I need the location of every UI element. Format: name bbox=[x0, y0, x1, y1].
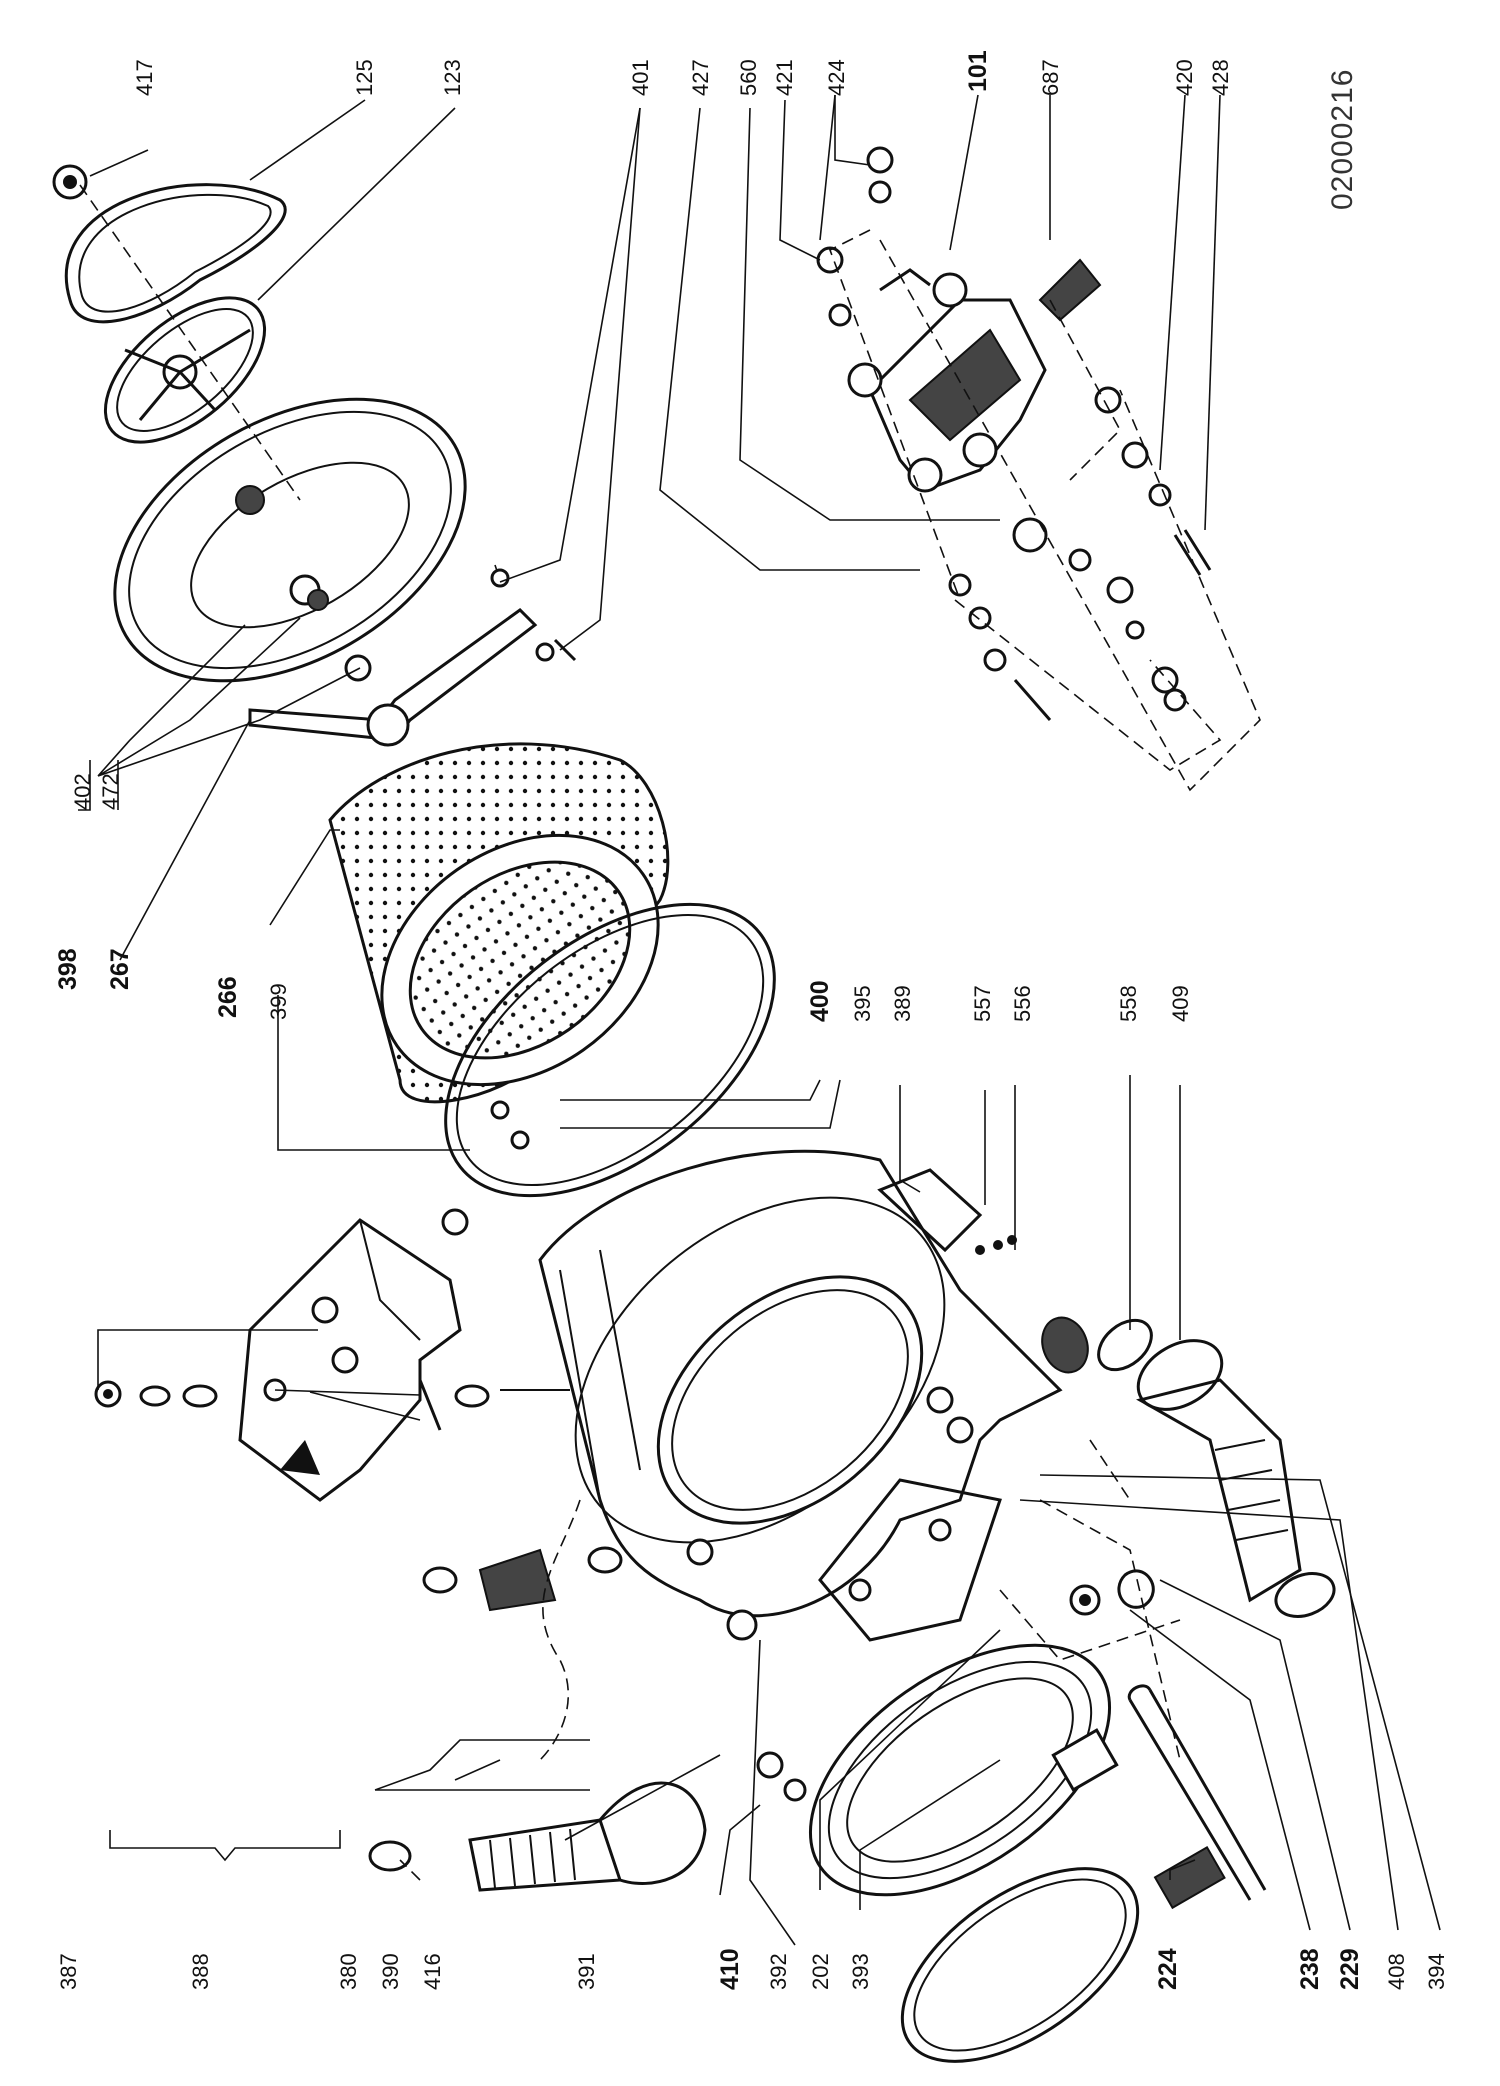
counterweight bbox=[238, 1218, 462, 1502]
drum-pulley bbox=[103, 296, 267, 444]
label-427: 427 bbox=[688, 59, 713, 96]
part-labels: 417 125 123 401 427 560 421 424 101 687 … bbox=[54, 50, 1449, 1990]
counterweight-fixings bbox=[94, 1379, 570, 1431]
drum-seal-rings bbox=[441, 902, 776, 1236]
label-229: 229 bbox=[1336, 1948, 1364, 1990]
label-401: 401 bbox=[628, 59, 653, 96]
label-409: 409 bbox=[1168, 985, 1193, 1022]
filter-bellows bbox=[422, 1546, 623, 1612]
outer-tub bbox=[538, 1149, 1063, 1618]
drawing-code: 02000216 bbox=[1326, 69, 1359, 210]
label-398: 398 bbox=[54, 948, 82, 990]
clamp-screws bbox=[726, 1609, 807, 1802]
label-101: 101 bbox=[964, 50, 992, 92]
assembly-dashed-lines bbox=[79, 184, 1261, 1881]
tub-bracket-557 bbox=[877, 1168, 1017, 1255]
label-238: 238 bbox=[1296, 1948, 1324, 1990]
label-389: 389 bbox=[890, 985, 915, 1022]
label-421: 421 bbox=[772, 59, 797, 96]
heating-element bbox=[1127, 1684, 1267, 1910]
label-428: 428 bbox=[1208, 59, 1233, 96]
label-387: 387 bbox=[56, 1953, 81, 1990]
label-266: 266 bbox=[214, 976, 242, 1018]
label-556: 556 bbox=[1010, 985, 1035, 1022]
label-410: 410 bbox=[716, 1948, 744, 1990]
label-557: 557 bbox=[970, 985, 995, 1022]
label-424: 424 bbox=[824, 59, 849, 96]
leader-lines bbox=[89, 94, 1441, 1946]
motor-brush-holder bbox=[1038, 258, 1102, 322]
sump-hose-bellows bbox=[1136, 1339, 1336, 1618]
label-408: 408 bbox=[1384, 1953, 1409, 1990]
motor-fixings bbox=[816, 146, 1212, 721]
label-417: 417 bbox=[132, 59, 157, 96]
label-395: 395 bbox=[850, 985, 875, 1022]
pulley-nut bbox=[52, 164, 88, 200]
label-380: 380 bbox=[336, 1953, 361, 1990]
hose-clamp bbox=[1041, 1316, 1153, 1374]
label-400: 400 bbox=[806, 980, 834, 1022]
sensor-clip bbox=[1117, 1569, 1155, 1609]
label-388: 388 bbox=[188, 1953, 213, 1990]
group-brace-388 bbox=[109, 1830, 341, 1862]
group-bracket-398 bbox=[78, 760, 119, 811]
door-seal-clamp-ring bbox=[900, 1867, 1140, 2063]
motor bbox=[847, 268, 1047, 493]
thermostat bbox=[1051, 1584, 1119, 1792]
label-392: 392 bbox=[766, 1953, 791, 1990]
rear-tub-cover bbox=[113, 397, 467, 683]
label-123: 123 bbox=[440, 59, 465, 96]
label-416: 416 bbox=[420, 1953, 445, 1990]
label-202: 202 bbox=[808, 1953, 833, 1990]
label-125: 125 bbox=[352, 59, 377, 96]
label-420: 420 bbox=[1172, 59, 1197, 96]
drive-belt bbox=[65, 183, 287, 324]
label-402: 402 bbox=[70, 773, 95, 810]
label-560: 560 bbox=[736, 59, 761, 96]
washing-drum bbox=[328, 742, 670, 1104]
door-hinge-plate bbox=[818, 1478, 1002, 1642]
drum-spider bbox=[248, 564, 577, 747]
label-393: 393 bbox=[848, 1953, 873, 1990]
label-390: 390 bbox=[378, 1953, 403, 1990]
label-224: 224 bbox=[1154, 1948, 1182, 1990]
label-391: 391 bbox=[574, 1953, 599, 1990]
label-472: 472 bbox=[98, 773, 123, 810]
label-558: 558 bbox=[1116, 985, 1141, 1022]
label-687: 687 bbox=[1038, 59, 1063, 96]
sump-hose bbox=[368, 1781, 707, 1892]
label-394: 394 bbox=[1424, 1953, 1449, 1990]
label-267: 267 bbox=[106, 948, 134, 990]
label-399: 399 bbox=[266, 983, 291, 1020]
